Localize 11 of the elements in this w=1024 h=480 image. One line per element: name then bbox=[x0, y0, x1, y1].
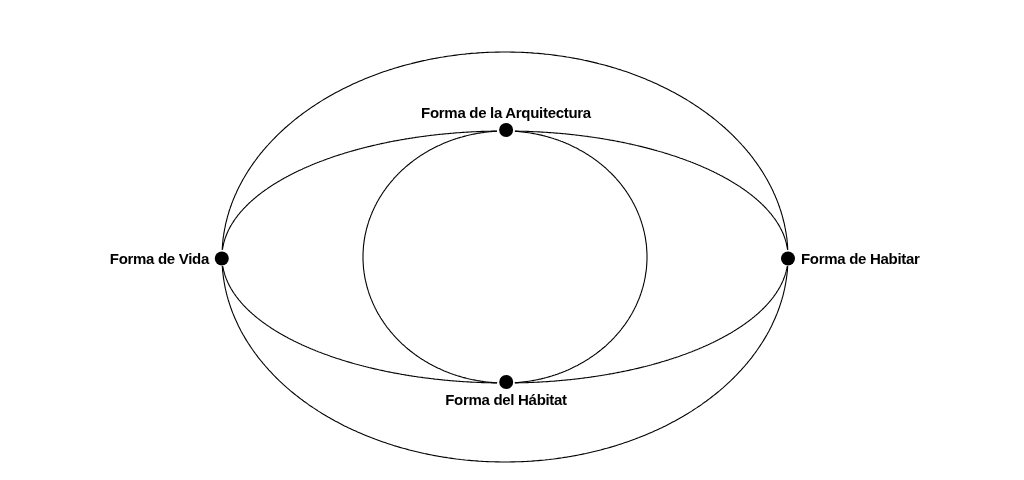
curved-line bbox=[514, 130, 648, 384]
curved-line bbox=[362, 130, 498, 384]
curved-line bbox=[514, 265, 788, 384]
node-label: Forma del Hábitat bbox=[445, 391, 567, 408]
node-label: Forma de Vida bbox=[109, 249, 209, 267]
curved-line bbox=[222, 265, 498, 384]
curved-line bbox=[514, 130, 789, 251]
curved-line bbox=[221, 51, 789, 251]
node-label: Forma de la Arquitectura bbox=[421, 104, 591, 121]
curved-line bbox=[221, 130, 498, 251]
node-label: Forma de Habitar bbox=[801, 249, 920, 267]
